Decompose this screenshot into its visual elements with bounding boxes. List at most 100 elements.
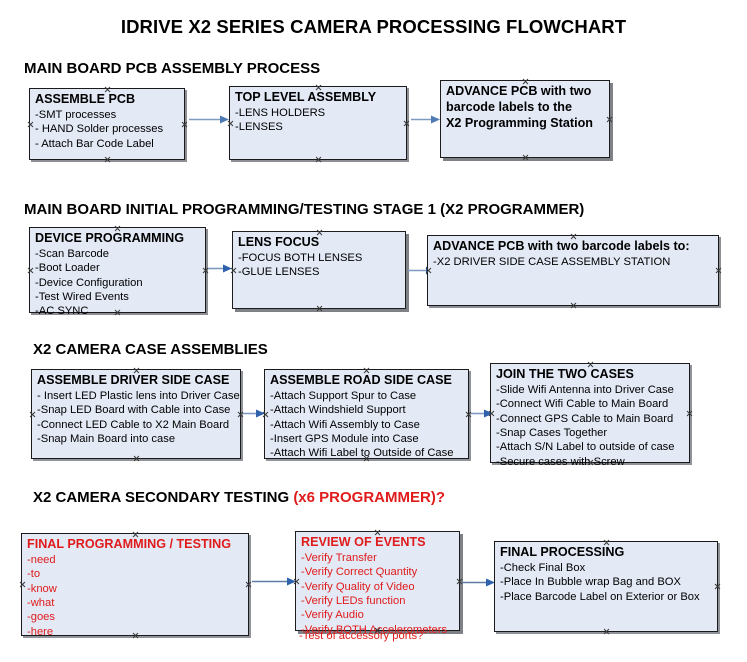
node-title: ASSEMBLE DRIVER SIDE CASE: [37, 373, 230, 387]
node-line: -Connect GPS Cable to Main Board: [496, 412, 674, 425]
node-line: -Connect Wifi Cable to Main Board: [496, 398, 669, 411]
node-title: ADVANCE PCB with two barcode labels to:: [433, 239, 690, 253]
node-line: -LENS HOLDERS: [235, 106, 326, 119]
connector-arrow: [243, 409, 265, 418]
node-final-processing[interactable]: FINAL PROCESSING -Check Final Box -Place…: [494, 541, 718, 632]
node-line: -need: [27, 553, 56, 566]
node-line: - Insert LED Plastic lens into Driver Ca…: [37, 389, 240, 402]
node-line: -Verify LEDs function: [301, 594, 406, 607]
node-line: -X2 DRIVER SIDE CASE ASSEMBLY STATION: [433, 255, 671, 268]
node-line: -Verify Quality of Video: [301, 580, 415, 593]
node-line: - HAND Solder processes: [35, 123, 164, 136]
node-line: -Snap LED Board with Cable into Case: [37, 404, 231, 417]
node-line: -Boot Loader: [35, 262, 100, 275]
node-line: - Attach Bar Code Label: [35, 137, 154, 150]
node-line: -Verify BOTH Accelerometers: [301, 623, 448, 636]
node-title: LENS FOCUS: [238, 235, 320, 249]
node-line: -Check Final Box: [500, 561, 586, 574]
node-line: -Verify Transfer: [301, 551, 377, 564]
resize-handle-right[interactable]: [686, 410, 693, 417]
node-review-of-events[interactable]: REVIEW OF EVENTS -Verify Transfer -Verif…: [295, 531, 460, 636]
node-final-programming-testing[interactable]: FINAL PROGRAMMING / TESTING -need -to -k…: [19, 533, 252, 638]
node-line: -Attach Windshield Support: [270, 404, 406, 417]
section-heading-3: X2 CAMERA CASE ASSEMBLIES: [33, 341, 268, 358]
resize-handle-bottom[interactable]: [570, 302, 577, 309]
node-line: -LENSES: [235, 121, 283, 134]
node-title: TOP LEVEL ASSEMBLY: [235, 90, 377, 104]
node-title-line3: X2 Programming Station: [446, 115, 593, 130]
resize-handle-bottom[interactable]: [315, 156, 322, 163]
node-line: -FOCUS BOTH LENSES: [238, 251, 363, 264]
node-title: REVIEW OF EVENTS: [301, 535, 426, 549]
resize-handle-left[interactable]: [19, 581, 26, 588]
resize-handle-right[interactable]: [606, 116, 613, 123]
resize-handle-bottom[interactable]: [104, 156, 111, 163]
node-line: -to: [27, 568, 41, 581]
node-assemble-pcb[interactable]: ASSEMBLE PCB -SMT processes - HAND Solde…: [29, 88, 185, 160]
resize-handle-right[interactable]: [714, 583, 721, 590]
node-line: -Device Configuration: [35, 276, 143, 289]
resize-handle-bottom[interactable]: [603, 628, 610, 635]
resize-handle-right[interactable]: [245, 581, 252, 588]
node-title: FINAL PROCESSING: [500, 545, 625, 559]
section-heading-1: MAIN BOARD PCB ASSEMBLY PROCESS: [24, 60, 320, 77]
resize-handle-left[interactable]: [29, 411, 36, 418]
node-line: -Attach Support Spur to Case: [270, 389, 417, 402]
connector-arrow: [462, 578, 495, 587]
node-advance-pcb-to-driver-side-case[interactable]: ADVANCE PCB with two barcode labels to: …: [427, 235, 719, 306]
node-line: -Secure cases with Screw: [496, 455, 625, 468]
connector-arrow: [252, 577, 296, 586]
resize-handle-left[interactable]: [27, 267, 34, 274]
node-line: -what: [27, 596, 55, 609]
node-line: -Verify Audio: [301, 609, 364, 622]
node-assemble-driver-side-case[interactable]: ASSEMBLE DRIVER SIDE CASE - Insert LED P…: [31, 369, 241, 459]
section-heading-3-text: X2 CAMERA CASE ASSEMBLIES: [33, 341, 268, 358]
section-heading-4-accent: (x6 PROGRAMMER)?: [293, 489, 445, 506]
section-heading-1-text: MAIN BOARD PCB ASSEMBLY PROCESS: [24, 60, 321, 77]
node-line: -SMT processes: [35, 108, 117, 121]
resize-handle-left[interactable]: [27, 121, 34, 128]
node-line: -AC SYNC: [35, 305, 89, 318]
node-line: -Insert GPS Module into Case: [270, 432, 419, 445]
node-line: -Verify Correct Quantity: [301, 566, 418, 579]
node-line: -Attach S/N Label to outside of case: [496, 441, 675, 454]
node-assemble-road-side-case[interactable]: ASSEMBLE ROAD SIDE CASE -Attach Support …: [264, 369, 469, 459]
resize-handle-right[interactable]: [403, 120, 410, 127]
section-heading-2: MAIN BOARD INITIAL PROGRAMMING/TESTING S…: [24, 201, 584, 218]
node-title: FINAL PROGRAMMING / TESTING: [27, 537, 232, 551]
connector-arrow: [208, 264, 232, 273]
node-lens-focus[interactable]: LENS FOCUS -FOCUS BOTH LENSES -GLUE LENS…: [232, 231, 406, 309]
node-title: ASSEMBLE ROAD SIDE CASE: [270, 373, 452, 387]
resize-handle-bottom[interactable]: [133, 455, 140, 462]
node-line: -Place In Bubble wrap Bag and BOX: [500, 576, 681, 589]
node-line: -GLUE LENSES: [238, 266, 320, 279]
node-title-line2: barcode labels to the: [446, 99, 572, 114]
resize-handle-bottom[interactable]: [522, 154, 529, 161]
node-line: -Snap Cases Together: [496, 426, 608, 439]
node-join-the-two-cases[interactable]: JOIN THE TWO CASES -Slide Wifi Antenna i…: [490, 363, 693, 468]
section-heading-4-text: X2 CAMERA SECONDARY TESTING: [33, 489, 294, 506]
resize-handle-right[interactable]: [181, 121, 188, 128]
section-heading-4: X2 CAMERA SECONDARY TESTING (x6 PROGRAMM…: [33, 489, 445, 506]
node-line: -Scan Barcode: [35, 247, 110, 260]
node-line: -Attach Wifi Label to Outside of Case: [270, 447, 454, 460]
node-device-programming[interactable]: DEVICE PROGRAMMING -Scan Barcode -Boot L…: [27, 227, 206, 317]
node-title: ADVANCE PCB with two: [446, 84, 592, 98]
connector-arrow: [189, 115, 229, 124]
node-line: -Connect LED Cable to X2 Main Board: [37, 418, 230, 431]
node-line: -Test Wired Events: [35, 290, 129, 303]
node-line: -Attach Wifi Assembly to Case: [270, 418, 420, 431]
node-title: DEVICE PROGRAMMING: [35, 231, 185, 245]
section-heading-2-text: MAIN BOARD INITIAL PROGRAMMING/TESTING S…: [24, 201, 585, 218]
resize-handle-bottom[interactable]: [316, 305, 323, 312]
node-line: -Place Barcode Label on Exterior or Box: [500, 590, 700, 603]
node-title: ASSEMBLE PCB: [35, 92, 136, 106]
page-title: IDRIVE X2 SERIES CAMERA PROCESSING FLOWC…: [120, 16, 627, 37]
connector-arrow: [471, 409, 493, 418]
node-title: JOIN THE TWO CASES: [496, 367, 634, 381]
overflow-text-accessory-ports: -Test of accessory ports?: [299, 630, 424, 642]
node-top-level-assembly[interactable]: TOP LEVEL ASSEMBLY -LENS HOLDERS -LENSES: [229, 86, 407, 160]
resize-handle-right[interactable]: [715, 267, 722, 274]
node-advance-pcb-to-programming-station[interactable]: ADVANCE PCB with two barcode labels to t…: [440, 80, 610, 158]
node-line: -Slide Wifi Antenna into Driver Case: [496, 383, 674, 396]
